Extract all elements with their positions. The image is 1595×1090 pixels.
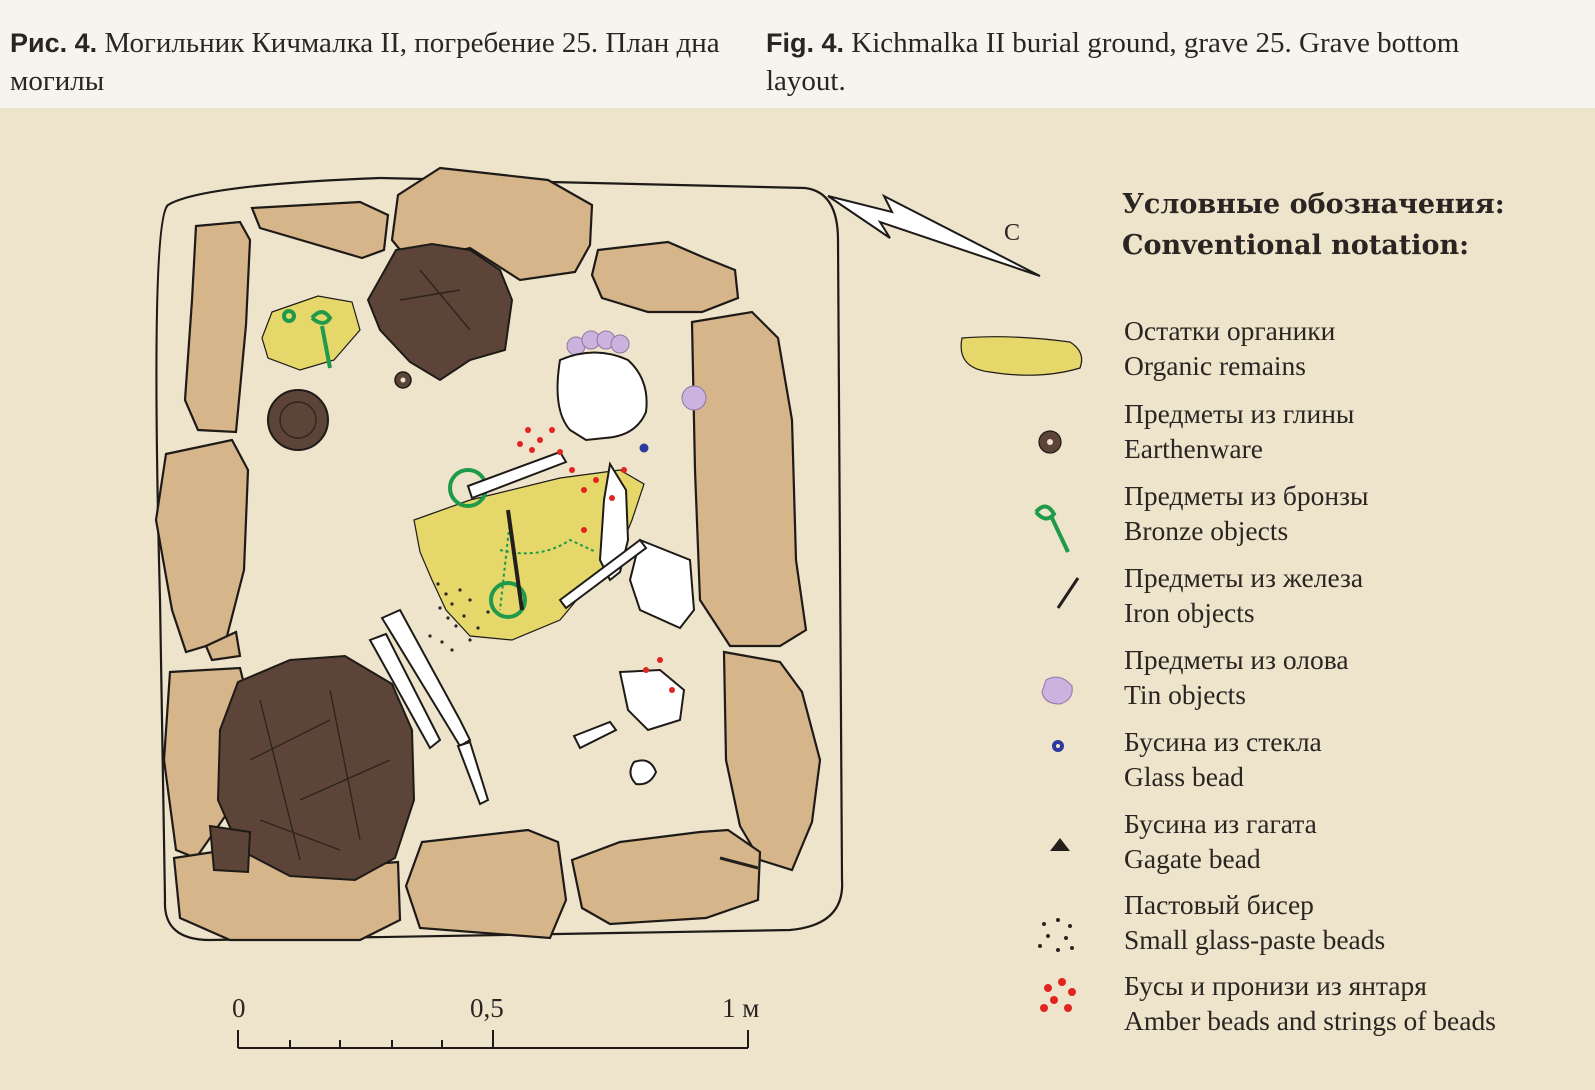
scale-bar: [237, 1030, 749, 1049]
legend-item-earthenware: Предметы из глины Earthenware: [1124, 396, 1584, 466]
clay-vessel-large: [216, 654, 416, 882]
legend-item-glass-bead: Бусина из стекла Glass bead: [1124, 724, 1584, 794]
stone: [154, 438, 250, 654]
glass-bead: [639, 443, 649, 453]
spine: [598, 461, 630, 582]
legend-label-ru: Бусина из гагата: [1124, 808, 1317, 839]
caption-en-label: Fig. 4.: [766, 28, 845, 58]
clay-vessel-fragment: [208, 824, 252, 874]
legend-label-en: Iron objects: [1124, 597, 1255, 628]
organic-remains-patch: [261, 295, 361, 371]
legend-item-amber-beads: Бусы и пронизи из янтаря Amber beads and…: [1124, 968, 1584, 1038]
scale-label-zero: 0: [232, 993, 246, 1023]
legend-label-ru: Предметы из железа: [1124, 562, 1364, 593]
bronze-pin: [310, 310, 333, 369]
caption-ru: Рис. 4. Могильник Кичмалка II, погребени…: [10, 24, 750, 100]
amber-bead-cluster: [517, 427, 675, 693]
stone: [570, 828, 762, 926]
scale-label-half: 0,5: [470, 993, 504, 1023]
stone: [183, 220, 252, 434]
legend-label-ru: Предметы из олова: [1124, 644, 1349, 675]
stone: [404, 828, 568, 940]
legend-title-en: Conventional notation:: [1122, 230, 1470, 261]
tin-object: [681, 385, 707, 411]
ribs: [628, 538, 696, 630]
stone: [204, 630, 242, 662]
foot-bones: [618, 668, 686, 732]
gagate-triangle-icon: [1050, 838, 1070, 851]
paste-dots-icon: [1038, 918, 1074, 952]
radius: [558, 538, 648, 610]
legend-label-ru: Пастовый бисер: [1124, 889, 1314, 920]
legend-item-bronze: Предметы из бронзы Bronze objects: [1124, 478, 1584, 548]
legend-item-iron: Предметы из железа Iron objects: [1124, 560, 1584, 630]
bone-fragment: [572, 720, 618, 750]
legend-label-en: Organic remains: [1124, 350, 1306, 381]
legend-title: Условные обозначения: Conventional notat…: [1122, 184, 1572, 266]
scale-label-one-meter: 1 м: [722, 993, 760, 1023]
legend-label-ru: Предметы из бронзы: [1124, 480, 1369, 511]
humerus: [466, 450, 568, 500]
legend-item-tin: Предметы из олова Tin objects: [1124, 642, 1584, 712]
bronze-bead: [282, 309, 296, 323]
legend-item-gagate-bead: Бусина из гагата Gagate bead: [1124, 806, 1584, 876]
legend-title-ru: Условные обозначения:: [1122, 189, 1505, 220]
organic-swatch-icon: [960, 336, 1083, 376]
caption-band: Рис. 4. Могильник Кичмалка II, погребени…: [0, 0, 1595, 108]
caption-ru-text: Могильник Кичмалка II, погребение 25. Пл…: [10, 27, 720, 97]
stone: [722, 650, 822, 872]
caption-en: Fig. 4. Kichmalka II burial ground, grav…: [766, 24, 1546, 100]
femur: [368, 632, 442, 750]
legend-label-ru: Бусы и пронизи из янтаря: [1124, 970, 1427, 1001]
paste-bead-cluster: [428, 582, 490, 652]
tibia: [456, 740, 490, 806]
legend-label-ru: Предметы из глины: [1124, 398, 1355, 429]
stone: [690, 310, 808, 648]
femur: [380, 608, 472, 748]
iron-stroke-icon: [1056, 577, 1080, 609]
legend-label-ru: Бусина из стекла: [1124, 726, 1322, 757]
bronze-ring: [489, 581, 527, 619]
legend-label-en: Glass bead: [1124, 761, 1244, 792]
north-arrow: [827, 193, 1041, 277]
clay-vessel: [267, 389, 329, 451]
caption-en-text: Kichmalka II burial ground, grave 25. Gr…: [766, 27, 1460, 97]
bronze-pin-icon: [1034, 504, 1070, 553]
bone-fragment: [629, 759, 658, 786]
legend-item-paste-beads: Пастовый бисер Small glass-paste beads: [1124, 887, 1584, 957]
legend-label-en: Bronze objects: [1124, 515, 1289, 546]
legend-label-en: Amber beads and strings of beads: [1124, 1005, 1496, 1036]
caption-ru-label: Рис. 4.: [10, 28, 98, 58]
north-arrow-label: С: [1004, 220, 1020, 246]
legend-label-en: Tin objects: [1124, 679, 1246, 710]
stone: [590, 240, 740, 314]
clay-vessel: [366, 242, 514, 382]
stone: [250, 200, 390, 260]
iron-object: [506, 509, 524, 611]
legend-label-ru: Остатки органики: [1124, 315, 1336, 346]
legend-item-organic: Остатки органики Organic remains: [1124, 313, 1584, 383]
skull: [556, 351, 648, 442]
legend-label-en: Small glass-paste beads: [1124, 924, 1386, 955]
grave-pit-outline: [155, 176, 844, 942]
iron-object: [719, 856, 759, 870]
tin-blob-icon: [1041, 676, 1073, 705]
legend-label-en: Earthenware: [1124, 433, 1263, 464]
amber-dots-icon: [1040, 978, 1076, 1012]
legend-label-en: Gagate bead: [1124, 843, 1261, 874]
